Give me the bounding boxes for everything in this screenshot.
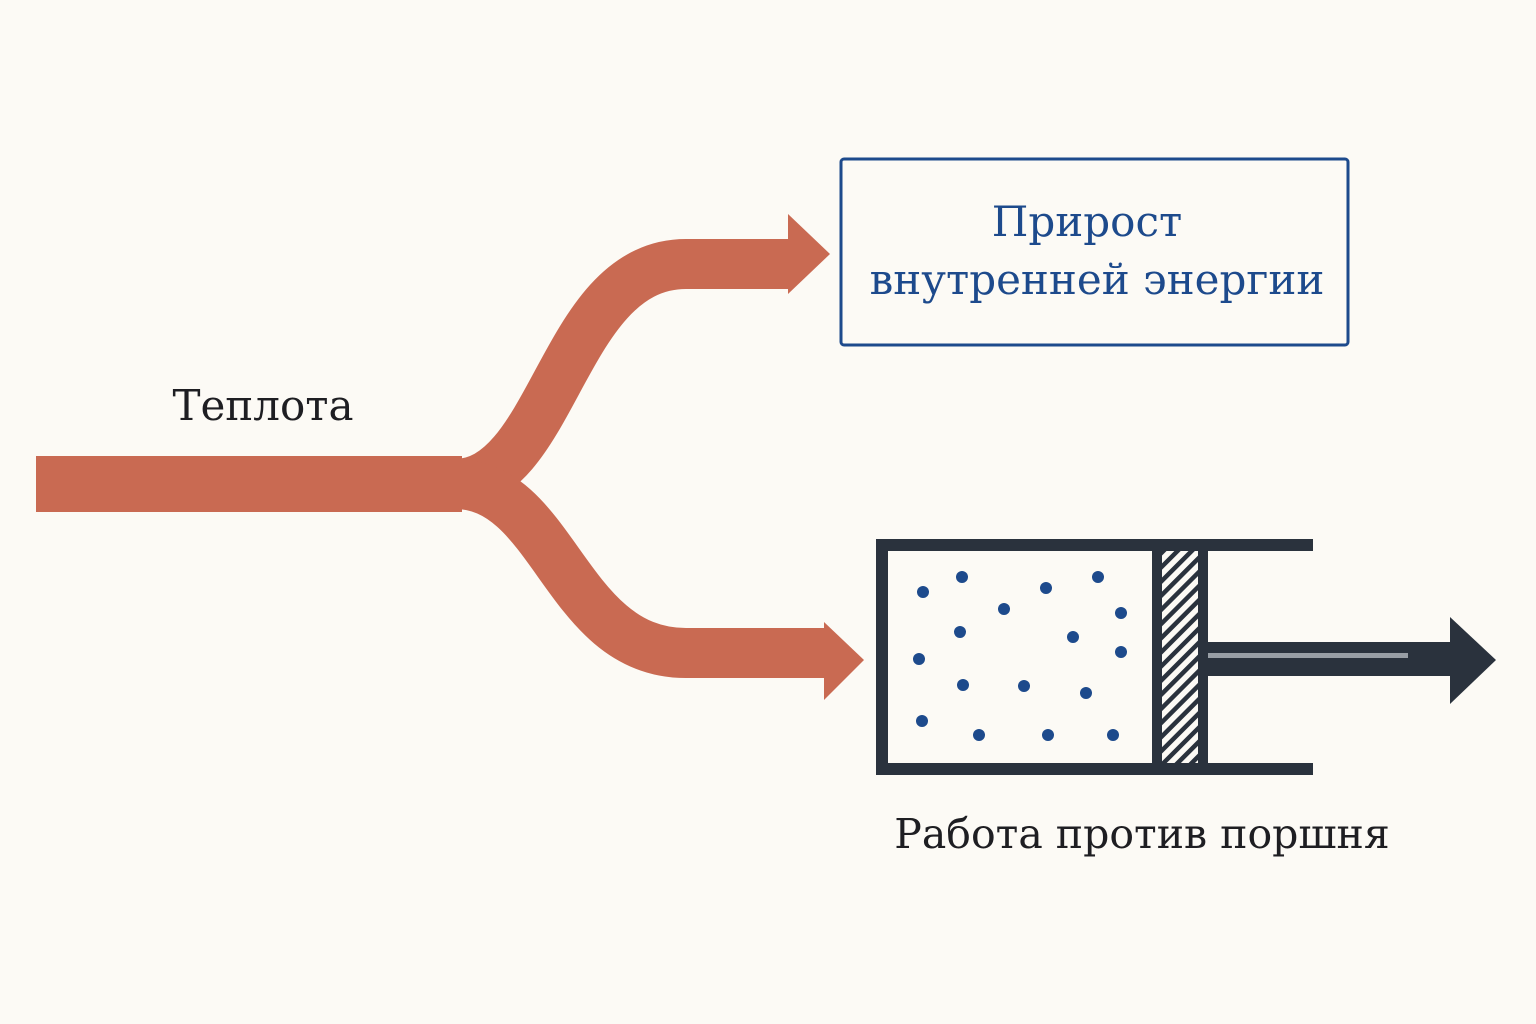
gas-cylinder <box>876 539 1496 775</box>
gas-particles <box>913 571 1127 741</box>
internal-energy-box-border <box>839 157 1350 347</box>
internal-energy-label-line1: Прирост <box>992 197 1182 246</box>
heat-flow <box>36 214 864 700</box>
heat-label: Теплота <box>172 381 353 430</box>
work-label: Работа против поршня <box>894 810 1390 858</box>
piston-rod <box>1203 642 1458 676</box>
piston-rod-highlight <box>1208 653 1408 658</box>
cylinder-walls <box>876 539 1313 775</box>
piston <box>1152 541 1208 773</box>
internal-energy-box: Прирост внутренней энергии <box>839 157 1350 347</box>
heat-stem <box>36 456 462 512</box>
work-arrowhead <box>1450 617 1496 704</box>
heat-branch-upper <box>452 239 790 509</box>
arrowhead-lower <box>824 622 864 700</box>
arrowhead-upper <box>788 214 830 294</box>
heat-branch-lower <box>453 459 826 678</box>
internal-energy-label-line2: внутренней энергии <box>870 255 1325 304</box>
